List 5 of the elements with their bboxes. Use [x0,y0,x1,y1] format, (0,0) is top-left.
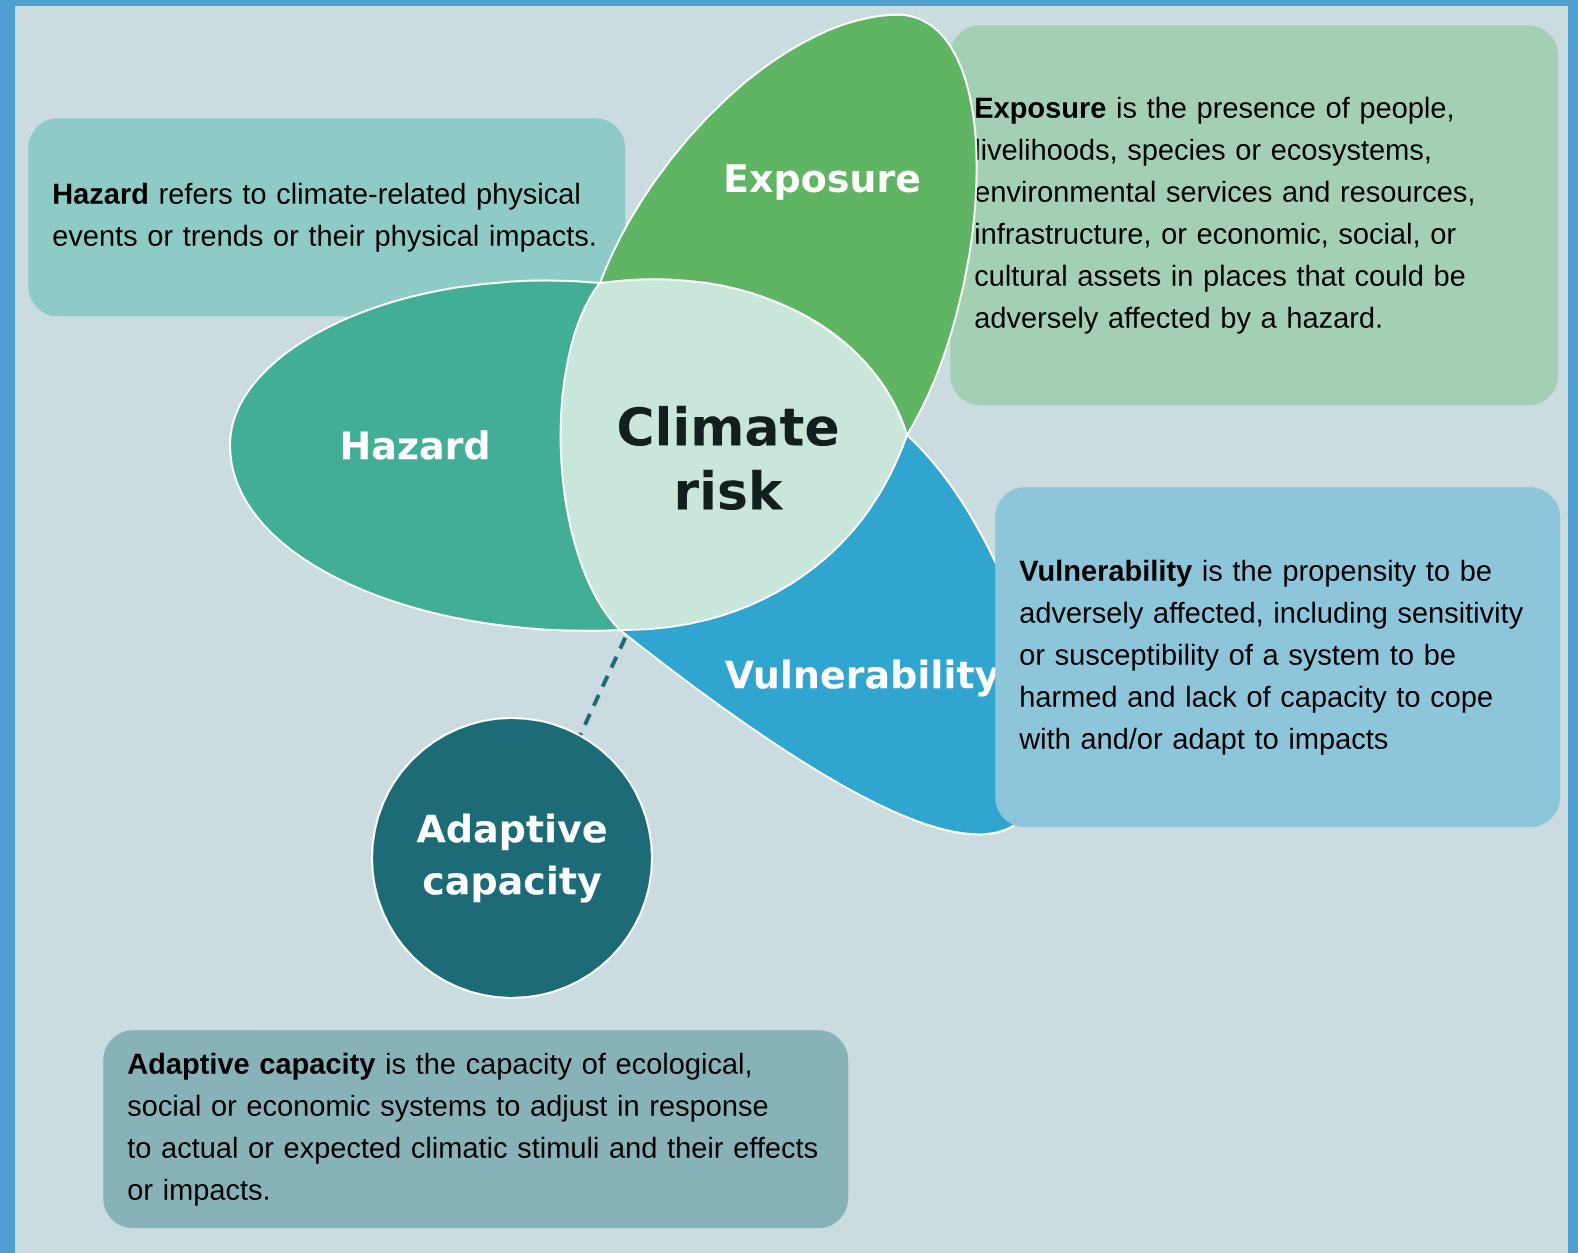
description-box: Vulnerability is the propensity to be adversely affected, including sensitivity or susceptibility of a system to be harmed and lack of capacity to cope with and/or adapt to impacts [995,487,1561,828]
dashed-connector [578,636,628,736]
description-box: Adaptive capacity is the capacity of ecological, social or economic systems to adjust in response to actual or expected climatic stimuli and their effects or impacts. [103,1030,849,1229]
description-box: Exposure is the presence of people, livelihoods, species or ecosystems, environmental services and resources, infrastructure, or economic, social, or cultural assets in places that could be adversely affected by a hazard. [950,25,1559,406]
description-box: Hazard refers to climate-related physical events or trends or their physical impacts. [28,118,626,317]
